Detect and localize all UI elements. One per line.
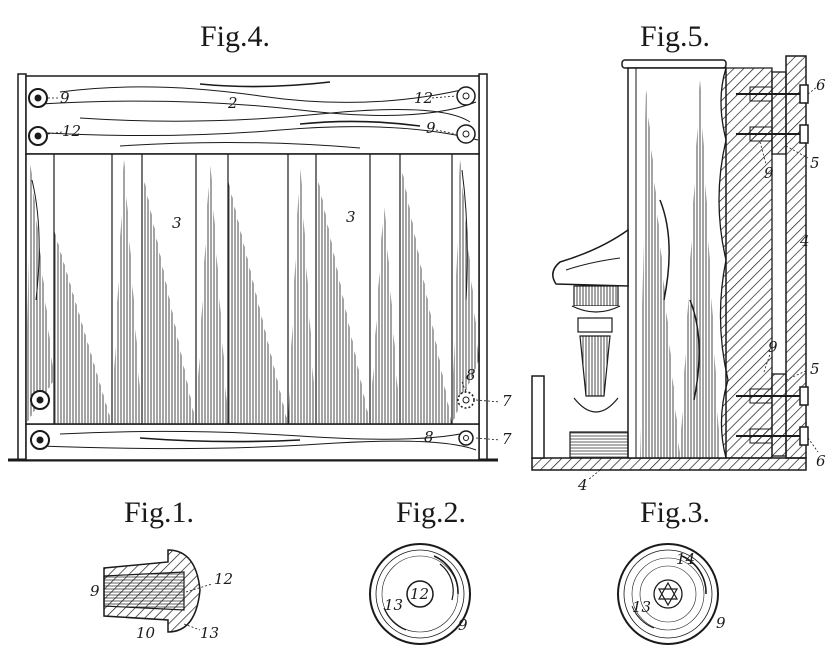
fig5-label-5-top: 5	[810, 154, 820, 172]
bolt-icon	[456, 124, 476, 144]
fig1-label-9: 9	[90, 582, 100, 600]
fig2-label-13: 13	[384, 596, 403, 614]
bolt-icon	[30, 390, 50, 410]
fig1-label-10: 10	[136, 624, 156, 642]
fig3-label-9: 9	[716, 614, 726, 632]
fig5-label-9-bottom: 9	[768, 338, 778, 356]
fig4-label-8-upper: 8	[466, 366, 476, 384]
fig5-bench-post	[531, 375, 545, 459]
fig4-label-3-left: 3	[172, 214, 182, 232]
fig5-piano-body	[621, 59, 773, 459]
bolt-icon	[458, 430, 474, 446]
fig1-label-13: 13	[200, 624, 219, 642]
fig5-label-6-bottom: 6	[816, 452, 826, 470]
fig4-leaders	[47, 95, 501, 441]
figure-4: Fig.4.	[8, 20, 512, 462]
fig4-label-8-lower: 8	[424, 428, 434, 446]
fig5-label-9-top: 9	[764, 164, 774, 182]
fig4-label-12-top: 12	[414, 89, 433, 107]
fig3-label-13: 13	[632, 598, 651, 616]
fig4-label-12-left: 12	[62, 122, 81, 140]
bolt-icon	[457, 391, 475, 409]
fig5-label-4-floor: 4	[577, 476, 588, 494]
figure-2: Fig.2. 12 13 9	[369, 496, 471, 645]
bolt-icon	[736, 426, 809, 446]
bolt-icon	[30, 430, 50, 450]
figure-5: Fig.5.	[531, 20, 826, 494]
bolt-icon	[28, 126, 48, 146]
fig5-label-6-top: 6	[816, 76, 826, 94]
fig4-slats	[25, 153, 480, 425]
bolt-icon	[28, 88, 48, 108]
star-icon	[657, 581, 679, 607]
bolt-icon	[456, 86, 476, 106]
fig4-label-3-right: 3	[346, 208, 356, 226]
fig2-title: Fig.2.	[396, 496, 466, 529]
bolt-icon	[736, 84, 809, 104]
figure-3: Fig.3. 14 13 9	[617, 496, 726, 645]
fig4-bolts	[28, 86, 476, 450]
fig5-floor	[531, 457, 807, 471]
fig5-title: Fig.5.	[640, 20, 710, 53]
fig1-label-12: 12	[214, 570, 233, 588]
bolt-icon	[736, 124, 809, 144]
fig2-label-12: 12	[410, 585, 429, 603]
fig4-label-9-right: 9	[426, 119, 436, 137]
fig1-plug-section	[103, 549, 201, 633]
fig4-label-7-lower: 7	[502, 430, 512, 448]
fig5-leaders	[587, 85, 819, 481]
bolt-icon	[736, 386, 809, 406]
fig4-label-9-top: 9	[60, 89, 70, 107]
fig4-title: Fig.4.	[200, 20, 270, 53]
fig3-title: Fig.3.	[640, 496, 710, 529]
figure-1: Fig.1. 9 12 10 13	[90, 496, 233, 642]
fig5-wall-brackets	[771, 71, 787, 457]
fig5-label-4-wall: 4	[799, 232, 810, 250]
fig5-keyboard-leg	[552, 228, 629, 459]
fig2-label-9: 9	[458, 616, 468, 634]
fig5-wall	[785, 55, 807, 459]
fig3-label-14: 14	[676, 550, 695, 568]
fig5-label-5-bottom: 5	[810, 360, 820, 378]
fig1-title: Fig.1.	[124, 496, 194, 529]
fig3-plug-face	[617, 543, 719, 645]
fig4-bottom-rail	[25, 423, 480, 461]
fig4-label-2: 2	[227, 94, 238, 112]
fig4-label-7-upper: 7	[502, 392, 512, 410]
fig4-top-rail	[25, 75, 480, 155]
fig2-plug-face	[369, 543, 471, 645]
fig5-bolts	[736, 84, 809, 446]
